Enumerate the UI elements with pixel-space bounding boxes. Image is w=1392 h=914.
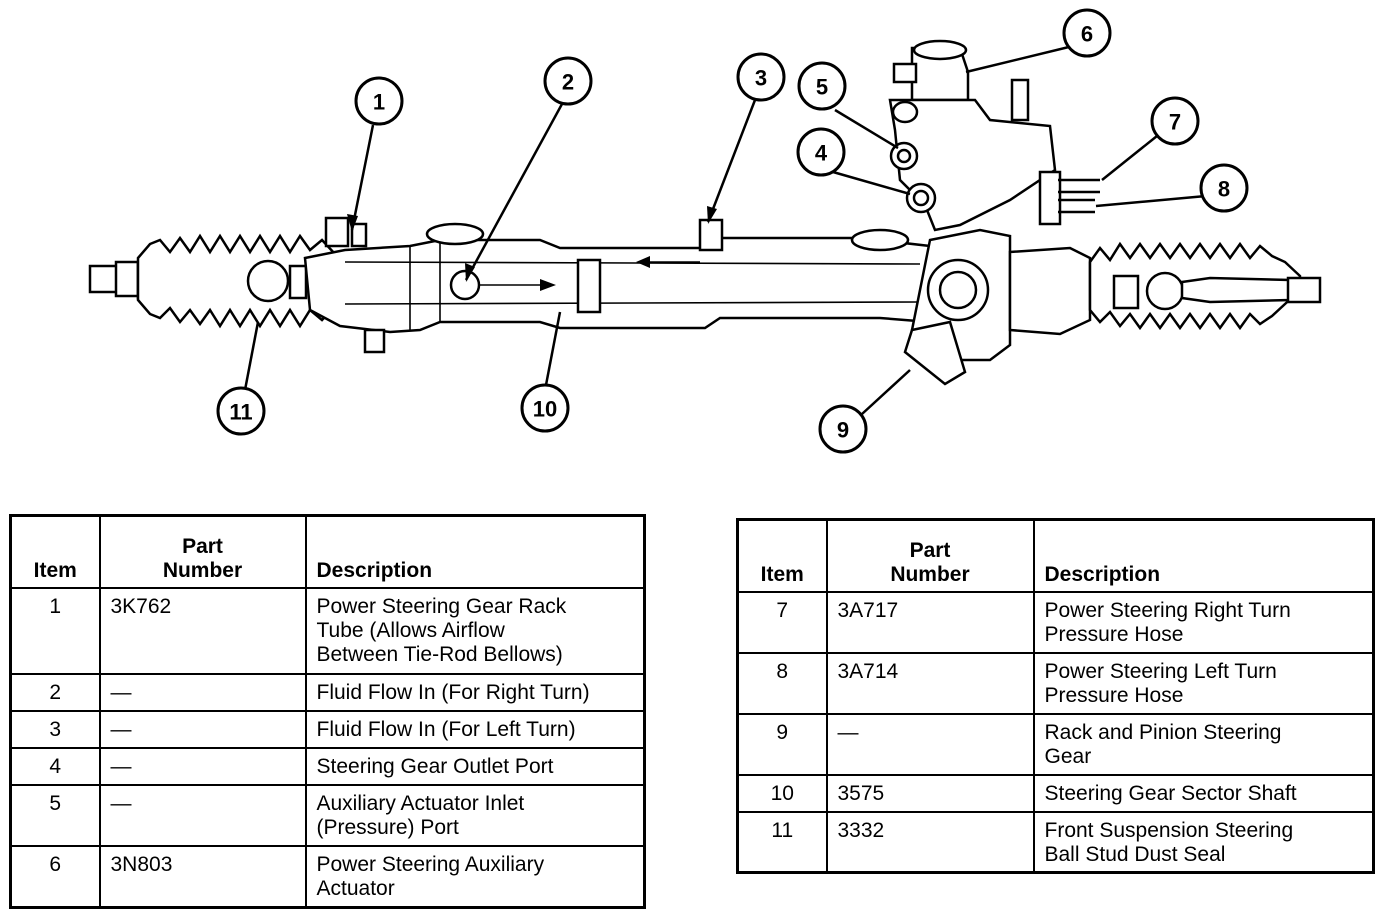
svg-text:5: 5 [816, 75, 828, 100]
svg-text:7: 7 [1169, 110, 1181, 135]
header-item: Item [736, 518, 828, 593]
callout-10: 10 [520, 383, 570, 433]
svg-text:4: 4 [815, 141, 828, 166]
svg-text:9: 9 [837, 418, 849, 443]
callout-1: 1 [354, 76, 404, 126]
header-description: Description [304, 514, 646, 589]
svg-text:6: 6 [1081, 22, 1093, 47]
svg-text:1: 1 [373, 90, 385, 115]
svg-text:3: 3 [755, 66, 767, 91]
svg-text:11: 11 [229, 400, 252, 425]
callout-5: 5 [797, 61, 847, 111]
callout-7: 7 [1150, 96, 1200, 146]
svg-text:8: 8 [1218, 177, 1230, 202]
callout-11: 11 [216, 386, 266, 436]
header-item: Item [9, 514, 101, 589]
leader-arrowheads [347, 206, 717, 282]
header-description: Description [1032, 518, 1375, 593]
steering-gear-diagram: 1 2 3 4 5 6 7 8 9 10 11 [88, 8, 1322, 454]
table-row: 10 3575 Steering Gear Sector Shaft [736, 773, 1375, 813]
leader-lines [243, 44, 1207, 415]
svg-text:10: 10 [533, 397, 557, 422]
table-row: 3 — Fluid Flow In (For Left Turn) [9, 709, 646, 749]
svg-text:2: 2 [562, 70, 574, 95]
callout-9: 9 [818, 404, 868, 454]
callout-2: 2 [543, 56, 593, 106]
callout-8: 8 [1199, 163, 1249, 213]
table-row: 4 — Steering Gear Outlet Port [9, 746, 646, 786]
table-row: 5 — Auxiliary Actuator Inlet(Pressure) P… [9, 783, 646, 847]
callout-3: 3 [736, 52, 786, 102]
callout-4: 4 [796, 127, 846, 177]
rack-assembly-illustration [88, 39, 1322, 386]
callout-6: 6 [1062, 8, 1112, 58]
table-row: 2 — Fluid Flow In (For Right Turn) [9, 672, 646, 712]
